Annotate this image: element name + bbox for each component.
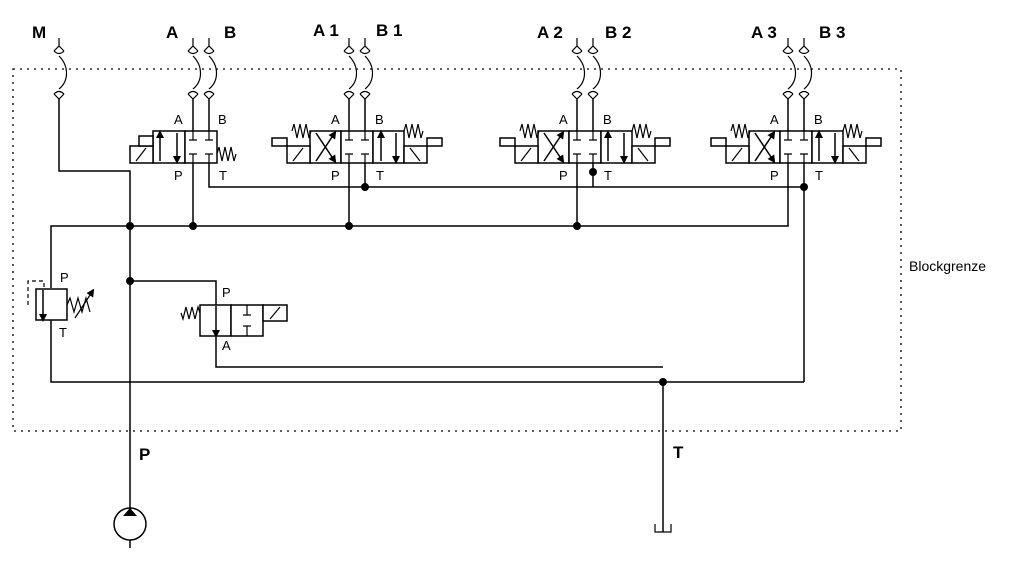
valve-3-port-b: B — [814, 112, 823, 127]
relief-port-p: P — [60, 270, 69, 285]
junction-dots — [126, 168, 808, 386]
valve-1-port-p: P — [331, 168, 340, 183]
valve-1-directional-4-3: A B P T — [271, 112, 443, 183]
valve-0-port-b: B — [218, 112, 227, 127]
valve-2-port-b: B — [603, 112, 612, 127]
valve-2-2-directional: P A — [180, 285, 288, 353]
pump-icon — [113, 507, 147, 548]
valve-3-port-a: A — [770, 112, 779, 127]
valve-1-port-a: A — [331, 112, 340, 127]
block-boundary — [12, 68, 902, 432]
valve-0-directional-4-2: A B P T — [129, 112, 237, 183]
pressure-relief-valve: P T — [27, 270, 95, 340]
valve-2-port-t: T — [604, 168, 612, 183]
valve-3-port-p: P — [770, 168, 779, 183]
valve-0-port-a: A — [174, 112, 183, 127]
valve-1-port-t: T — [376, 168, 384, 183]
valve-2-port-p: P — [559, 168, 568, 183]
block-boundary-label: Blockgrenze — [909, 258, 986, 274]
valve-2-port-a: A — [559, 112, 568, 127]
port-label-m: M — [32, 23, 46, 42]
port-label-a: A — [166, 23, 178, 42]
port-label-a1: A 1 — [313, 21, 339, 40]
valve-3-directional-4-3: A B P T — [710, 112, 882, 183]
port-label-b2: B 2 — [605, 23, 631, 42]
hydraulic-lines — [50, 99, 805, 540]
valve-0-port-t: T — [219, 168, 227, 183]
relief-port-t: T — [59, 325, 67, 340]
valve-0-port-p: P — [174, 168, 183, 183]
port-label-b: B — [224, 23, 236, 42]
valve-2-directional-4-3: A B P T — [499, 112, 671, 183]
port-label-a3: A 3 — [751, 23, 777, 42]
valve-2-2-port-a: A — [222, 338, 231, 353]
valve-1-port-b: B — [375, 112, 384, 127]
valve-3-port-t: T — [815, 168, 823, 183]
port-label-b3: B 3 — [819, 23, 845, 42]
port-label-b1: B 1 — [376, 21, 402, 40]
tank-icon — [654, 524, 672, 533]
port-label-t: T — [673, 443, 684, 462]
port-label-a2: A 2 — [537, 23, 563, 42]
valve-2-2-port-p: P — [222, 285, 231, 300]
port-label-p: P — [139, 445, 150, 464]
